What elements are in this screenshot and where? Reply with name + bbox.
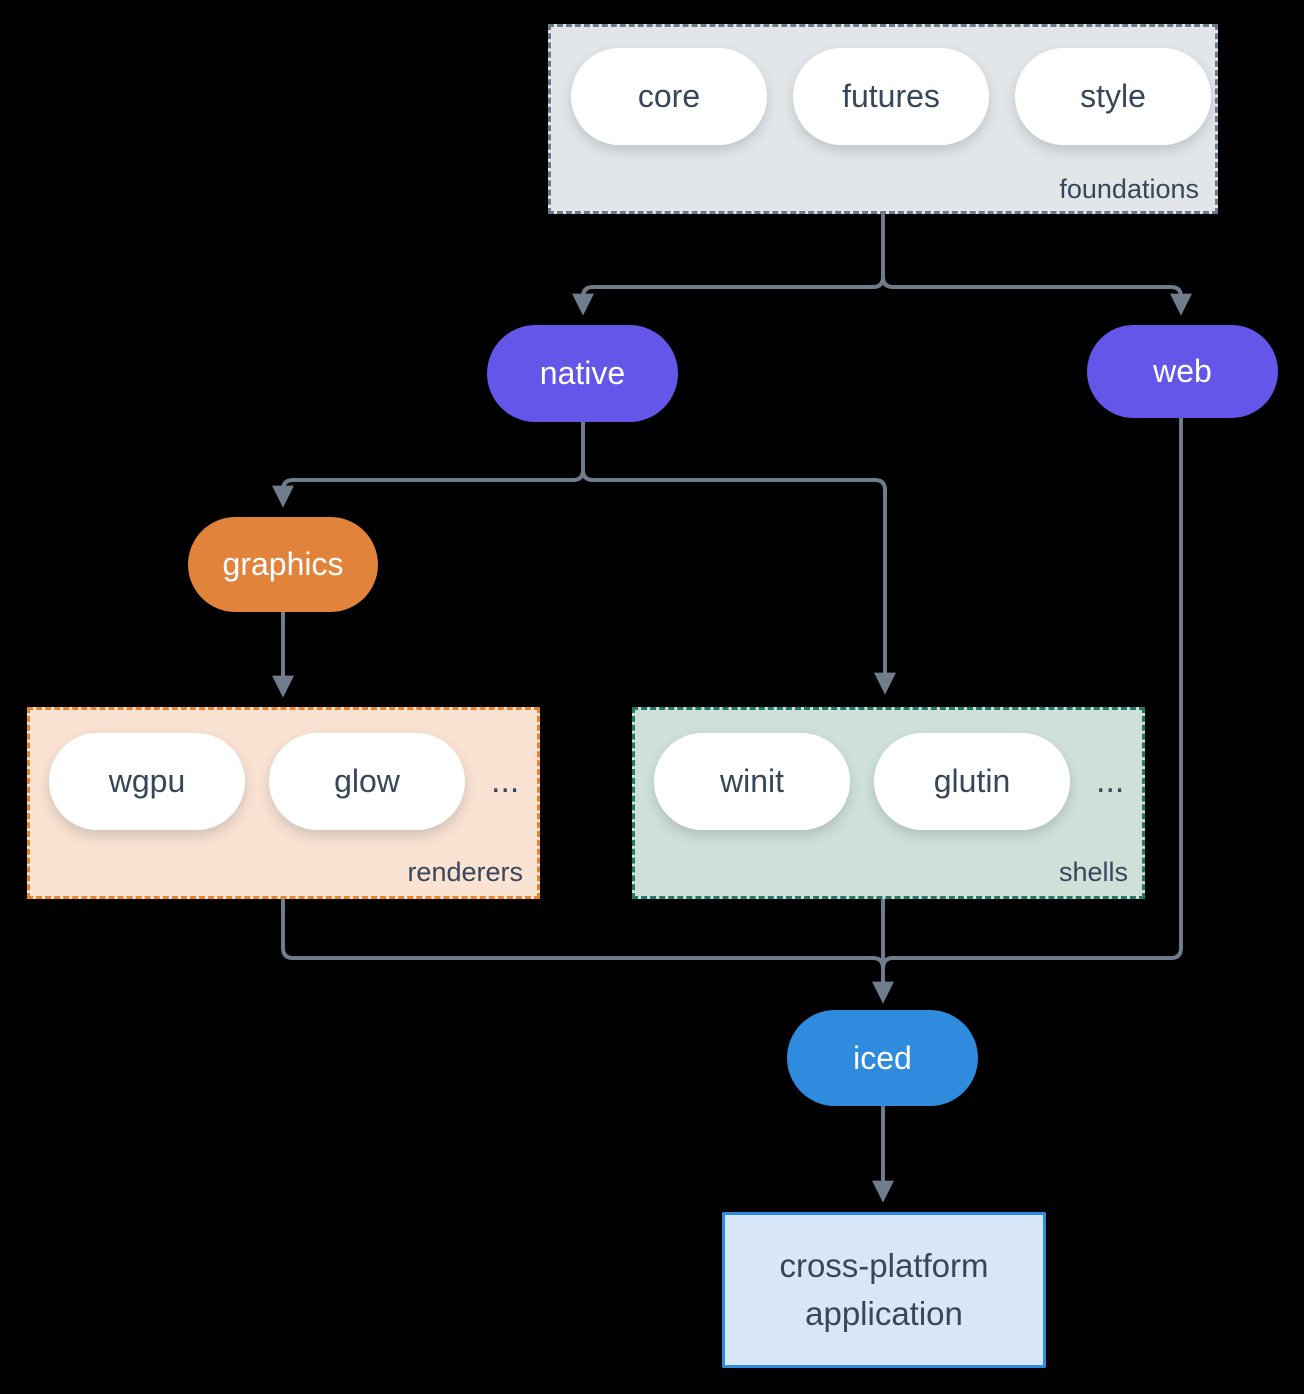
group-foundations: core futures style foundations: [548, 24, 1218, 214]
group-shells: winit glutin ... shells: [632, 707, 1145, 899]
node-glow: glow: [269, 733, 465, 830]
line-renderers-to-merge: [281, 897, 885, 990]
node-winit: winit: [654, 733, 850, 830]
renderers-pill-row: wgpu glow ...: [30, 710, 537, 830]
node-graphics: graphics: [188, 517, 378, 612]
arrow-foundations-to-native: [572, 212, 885, 316]
arrow-foundations-to-web: [881, 212, 1192, 316]
foundations-pill-row: core futures style: [551, 27, 1215, 145]
node-core: core: [571, 48, 767, 145]
node-style: style: [1015, 48, 1211, 145]
group-renderers: wgpu glow ... renderers: [27, 707, 540, 899]
renderers-ellipsis: ...: [491, 762, 520, 800]
arrow-native-to-shells: [581, 420, 896, 695]
node-wgpu: wgpu: [49, 733, 245, 830]
foundations-label: foundations: [1059, 174, 1199, 204]
arrow-native-to-graphics: [272, 420, 585, 508]
node-iced: iced: [787, 1010, 978, 1106]
application-label-line1: cross-platform: [779, 1247, 989, 1284]
application-label-line2: application: [805, 1295, 963, 1332]
node-native: native: [487, 325, 678, 422]
shells-pill-row: winit glutin ...: [635, 710, 1142, 830]
line-web-to-merge: [881, 416, 1183, 990]
node-glutin: glutin: [874, 733, 1070, 830]
renderers-label: renderers: [407, 857, 523, 887]
node-futures: futures: [793, 48, 989, 145]
shells-ellipsis: ...: [1096, 762, 1125, 800]
application-box: cross-platform application: [722, 1212, 1046, 1368]
shells-label: shells: [1058, 857, 1128, 887]
node-web: web: [1087, 325, 1278, 418]
